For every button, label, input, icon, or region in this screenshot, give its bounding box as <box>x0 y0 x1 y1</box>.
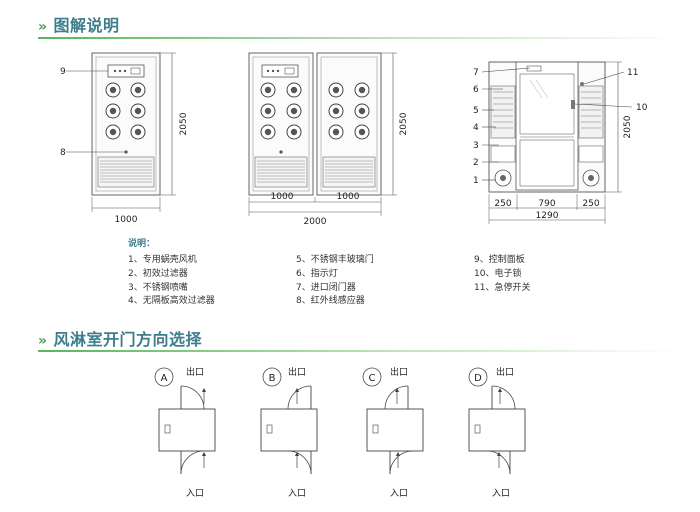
dim-right: 1000 <box>337 192 360 202</box>
dim-total-section: 1290 <box>536 211 559 221</box>
dim-total-double: 2000 <box>304 217 327 227</box>
section-header-door: » 风淋室开门方向选择 <box>38 326 202 350</box>
callout-4: 4 <box>473 123 479 133</box>
section-view: 7 6 5 4 3 2 1 11 10 2050 250 790 250 129… <box>473 61 648 224</box>
note-1: 1、专用蜗壳风机 <box>128 255 197 265</box>
note-10: 10、电子锁 <box>474 269 522 279</box>
note-7: 7、进口闭门器 <box>296 283 356 293</box>
dim-height-double: 2050 <box>399 112 409 135</box>
note-6: 6、指示灯 <box>296 269 338 279</box>
dim-b: 790 <box>538 199 555 209</box>
dim-width-single: 1000 <box>115 215 138 225</box>
callout-6: 6 <box>473 85 479 95</box>
callout-5: 5 <box>473 106 479 116</box>
note-4: 4、无隔板高效过滤器 <box>128 296 215 306</box>
note-9: 9、控制面板 <box>474 255 525 265</box>
section-title-diagram: 图解说明 <box>53 16 120 35</box>
section-divider <box>38 37 682 39</box>
dim-height-section: 2050 <box>623 115 633 138</box>
front-view-single: 9 8 2050 1000 <box>60 52 189 225</box>
chevron-double-icon: » <box>38 333 48 349</box>
callout-7: 7 <box>473 68 479 78</box>
callout-1: 1 <box>473 176 479 186</box>
callout-2: 2 <box>473 158 479 168</box>
note-2: 2、初效过滤器 <box>128 269 188 279</box>
note-8: 8、红外线感应器 <box>296 296 365 306</box>
note-11: 11、急停开关 <box>474 283 531 293</box>
note-5: 5、不锈钢丰玻璃门 <box>296 255 374 265</box>
dim-height-single: 2050 <box>179 112 189 135</box>
chevron-double-icon: » <box>38 19 48 35</box>
callout-8: 8 <box>60 148 66 158</box>
note-3: 3、不锈钢喷嘴 <box>128 283 188 293</box>
callout-9: 9 <box>60 67 66 77</box>
dim-c: 250 <box>582 199 599 209</box>
callout-10: 10 <box>636 103 648 113</box>
section-title-door: 风淋室开门方向选择 <box>53 330 203 349</box>
callout-3: 3 <box>473 141 479 151</box>
notes-title: 说明： <box>128 239 156 249</box>
dim-a: 250 <box>494 199 511 209</box>
front-view-double: 2050 1000 1000 2000 <box>248 52 409 227</box>
callout-11: 11 <box>627 68 638 78</box>
dim-left: 1000 <box>271 192 294 202</box>
section-header-diagram: » 图解说明 <box>38 12 120 36</box>
section-divider <box>38 350 682 352</box>
